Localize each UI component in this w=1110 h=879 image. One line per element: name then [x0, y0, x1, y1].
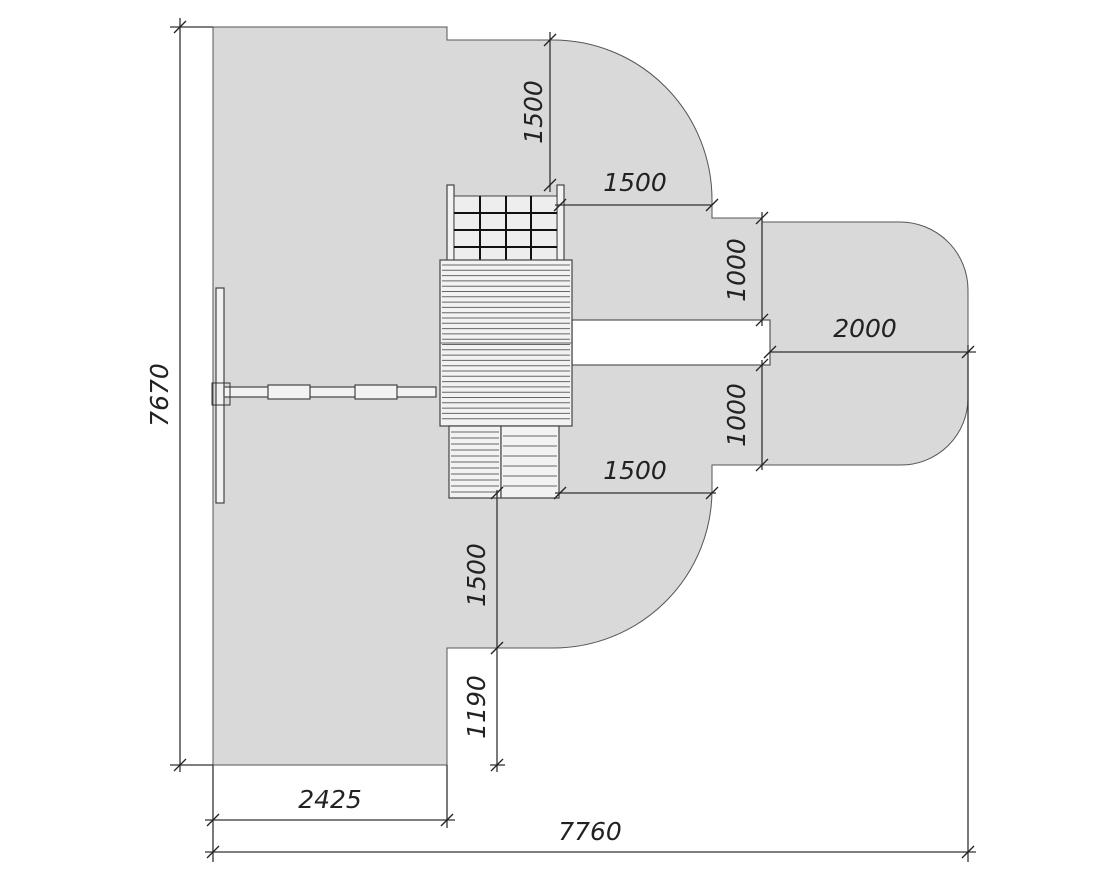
drawing-line — [755, 313, 769, 327]
climbing-net — [446, 184, 565, 264]
dim-total-height: 7670 — [145, 363, 174, 427]
swing-set — [211, 287, 437, 504]
drawing-line — [961, 845, 975, 859]
drawing-line — [755, 458, 769, 472]
dimension-lines — [170, 18, 976, 862]
drawing-line — [173, 758, 187, 772]
dim-total-width: 7760 — [558, 817, 622, 846]
dim-top-right-zone: 1500 — [603, 168, 667, 197]
drawing-line — [705, 486, 719, 500]
drawing-line — [763, 345, 777, 359]
drawing-line — [553, 486, 567, 500]
drawing-line — [543, 178, 557, 192]
platform-deck — [439, 259, 573, 427]
drawing-line — [173, 20, 187, 34]
drawing-line — [553, 198, 567, 212]
dim-top-zone: 1500 — [519, 80, 548, 144]
drawing-line — [440, 813, 454, 827]
dim-bottom-zone: 1500 — [462, 543, 491, 607]
drawing-line — [755, 358, 769, 372]
drawing-line — [961, 345, 975, 359]
drawing-line — [490, 641, 504, 655]
drawing-line — [490, 758, 504, 772]
dim-slide-upper: 1000 — [722, 238, 751, 302]
drawing-line — [755, 211, 769, 225]
slide — [571, 319, 771, 366]
dim-slide-length: 2000 — [833, 314, 897, 343]
dim-slide-lower: 1000 — [722, 383, 751, 447]
dim-bottom-right-zone: 1500 — [603, 456, 667, 485]
stairs — [448, 425, 560, 499]
drawing-line — [543, 33, 557, 47]
drawing-line — [206, 813, 220, 827]
drawing-line — [206, 845, 220, 859]
dim-bottom-step: 1190 — [462, 675, 491, 739]
safety-zone — [212, 26, 969, 766]
drawing-line — [490, 486, 504, 500]
dim-left-width: 2425 — [298, 785, 362, 814]
drawing-line — [705, 198, 719, 212]
